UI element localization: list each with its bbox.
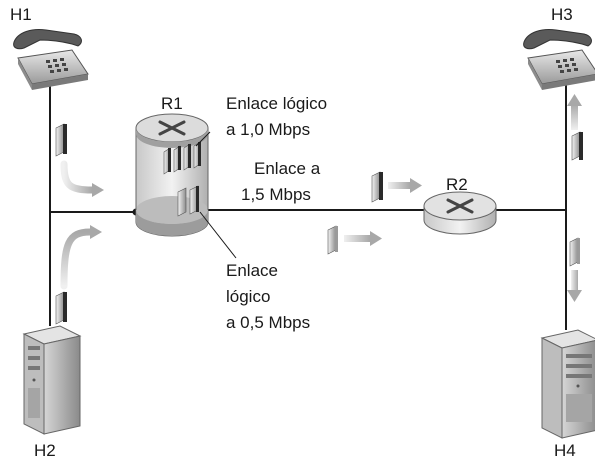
label-logical-link-1mbps-line2: a 1,0 Mbps — [226, 120, 310, 139]
links — [49, 78, 567, 330]
host-label-h3: H3 — [551, 5, 573, 24]
host-label-h1: H1 — [10, 5, 32, 24]
packet-icon — [327, 225, 338, 255]
host-label-h2: H2 — [34, 441, 56, 460]
packet-icon — [55, 291, 67, 325]
label-physical-link-line1: Enlace a — [254, 159, 321, 178]
telephone-icon — [13, 29, 89, 90]
packet-icon — [177, 185, 199, 217]
arrow-icon — [567, 94, 582, 130]
router-label-r1: R1 — [161, 94, 183, 113]
arrow-icon — [344, 231, 382, 246]
arrow-icon — [388, 178, 422, 193]
arrow-icon — [60, 228, 94, 290]
packet-icon — [569, 237, 580, 267]
arrow-icon — [567, 270, 582, 302]
label-physical-link-line2: 1,5 Mbps — [241, 185, 311, 204]
label-logical-link-05mbps-line3: a 0,5 Mbps — [226, 313, 310, 332]
pointer-line-logical-1 — [195, 131, 211, 147]
router-label-r2: R2 — [446, 175, 468, 194]
label-logical-link-1mbps-line1: Enlace lógico — [226, 94, 327, 113]
router-icon-r2 — [423, 191, 497, 235]
packet-icon — [163, 141, 201, 175]
arrow-icon — [92, 183, 104, 197]
arrow-icon — [60, 160, 96, 194]
pointer-line-logical-05 — [199, 211, 237, 259]
host-label-h4: H4 — [554, 441, 576, 460]
label-logical-link-05mbps-line1: Enlace — [226, 261, 278, 280]
router-icon-r1 — [135, 113, 209, 237]
packet-icon — [571, 131, 583, 161]
server-icon — [22, 325, 82, 435]
packet-icon — [55, 123, 67, 157]
telephone-icon — [523, 29, 595, 90]
packet-icon — [371, 171, 383, 203]
label-logical-link-05mbps-line2: lógico — [226, 287, 270, 306]
arrow-icon — [90, 225, 102, 239]
server-icon — [540, 329, 595, 439]
